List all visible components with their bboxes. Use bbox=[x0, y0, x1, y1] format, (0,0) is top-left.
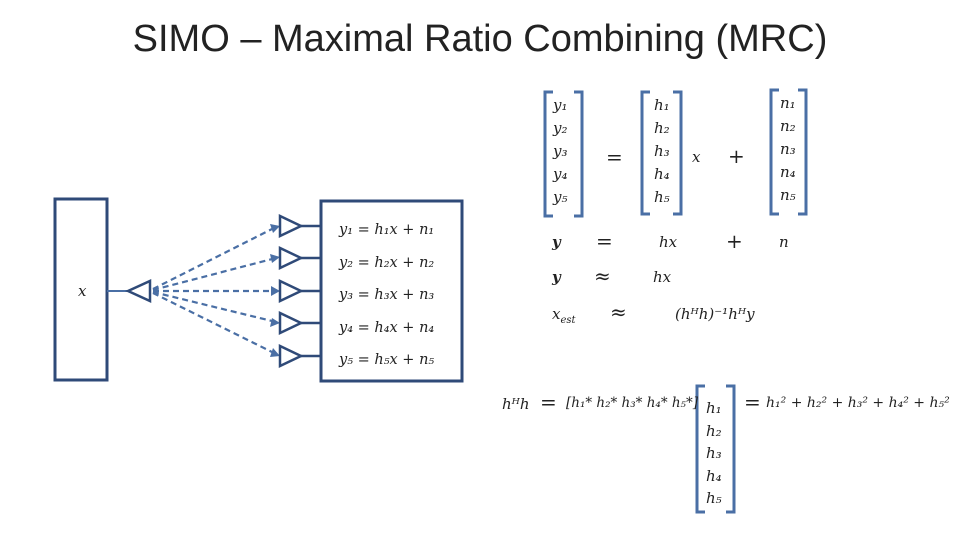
equals-sign: = bbox=[596, 229, 613, 253]
channel-arrow-4 bbox=[152, 290, 277, 324]
n-vector-symbol: n bbox=[779, 233, 789, 251]
x-est-subscript: est bbox=[560, 315, 576, 326]
y-vector: y₁ y₂ y₃ y₄ y₅ bbox=[553, 94, 568, 209]
h-element: h₅ bbox=[654, 188, 670, 206]
channel-arrow-1 bbox=[152, 226, 277, 290]
equals-sign: = bbox=[744, 390, 761, 414]
h-vector: h₁ h₂ h₃ h₄ h₅ bbox=[654, 94, 670, 209]
tx-antenna-icon bbox=[124, 279, 152, 303]
rx-antenna-icon bbox=[278, 214, 304, 238]
mrc-estimator: (hᴴh)⁻¹hᴴy bbox=[675, 305, 755, 323]
hh-row-vector: [h₁* h₂* h₃* h₄* h₅*] bbox=[566, 395, 698, 411]
y-vector-symbol: y bbox=[552, 268, 561, 286]
n-element: n₄ bbox=[780, 163, 796, 181]
hh-result: h₁² + h₂² + h₃² + h₄² + h₅² bbox=[766, 395, 950, 411]
y-vector-symbol: y bbox=[552, 233, 561, 251]
n-element: n₅ bbox=[780, 186, 796, 204]
rx-equation-list: y₁ = h₁x + n₁ y₂ = h₂x + n₂ y₃ = h₃x + n… bbox=[339, 214, 434, 377]
rx-equation: y₂ = h₂x + n₂ bbox=[339, 254, 435, 271]
rx-antenna-icon bbox=[278, 246, 304, 270]
h-element: h₂ bbox=[706, 421, 722, 440]
transmitter-box bbox=[53, 197, 109, 382]
hh-column-vector: h₁ h₂ h₃ h₄ h₅ bbox=[706, 397, 722, 510]
n-element: n₃ bbox=[780, 140, 796, 158]
x-est-base: x bbox=[552, 305, 561, 323]
hx-term: hx bbox=[659, 233, 678, 251]
slide-title: SIMO – Maximal Ratio Combining (MRC) bbox=[132, 18, 828, 60]
channel-arrow-2 bbox=[152, 256, 277, 292]
n-vector: n₁ n₂ n₃ n₄ n₅ bbox=[780, 92, 796, 207]
rx-equation: y₄ = h₄x + n₄ bbox=[339, 319, 435, 336]
h-element: h₄ bbox=[654, 165, 670, 183]
h-element: h₃ bbox=[654, 142, 670, 160]
n-element: n₂ bbox=[780, 117, 796, 135]
y-element: y₁ bbox=[553, 96, 568, 114]
rx-antenna-icon bbox=[278, 344, 304, 368]
h-element: h₅ bbox=[706, 489, 722, 507]
y-element: y₂ bbox=[553, 119, 568, 137]
equals-sign: = bbox=[540, 390, 557, 414]
equals-sign: = bbox=[606, 145, 623, 169]
channel-arrow-5 bbox=[152, 292, 277, 355]
rx-antenna-icon bbox=[278, 311, 304, 335]
y-element: y₄ bbox=[553, 165, 568, 183]
h-element: h₂ bbox=[654, 119, 670, 137]
tx-symbol-label: x bbox=[78, 282, 87, 300]
x-est-symbol: xest bbox=[552, 305, 576, 326]
hh-lhs: hᴴh bbox=[502, 395, 530, 413]
rx-equation: y₃ = h₃x + n₃ bbox=[339, 287, 435, 303]
hx-term: hx bbox=[653, 268, 672, 286]
approx-sign: ≈ bbox=[610, 300, 627, 324]
x-symbol: x bbox=[692, 148, 701, 166]
rx-equation: y₁ = h₁x + n₁ bbox=[339, 222, 435, 238]
h-element: h₁ bbox=[706, 399, 722, 417]
receiver-box bbox=[319, 199, 464, 383]
plus-sign: + bbox=[728, 144, 745, 168]
y-element: y₃ bbox=[553, 142, 568, 160]
approx-sign: ≈ bbox=[594, 264, 611, 288]
rx-antenna-icon bbox=[278, 279, 304, 303]
h-element: h₃ bbox=[706, 444, 722, 462]
y-element: y₅ bbox=[553, 188, 568, 206]
plus-sign: + bbox=[726, 229, 743, 253]
h-element: h₁ bbox=[654, 96, 670, 114]
rx-equation: y₅ = h₅x + n₅ bbox=[339, 352, 435, 368]
h-element: h₄ bbox=[706, 466, 722, 485]
n-element: n₁ bbox=[780, 94, 796, 112]
